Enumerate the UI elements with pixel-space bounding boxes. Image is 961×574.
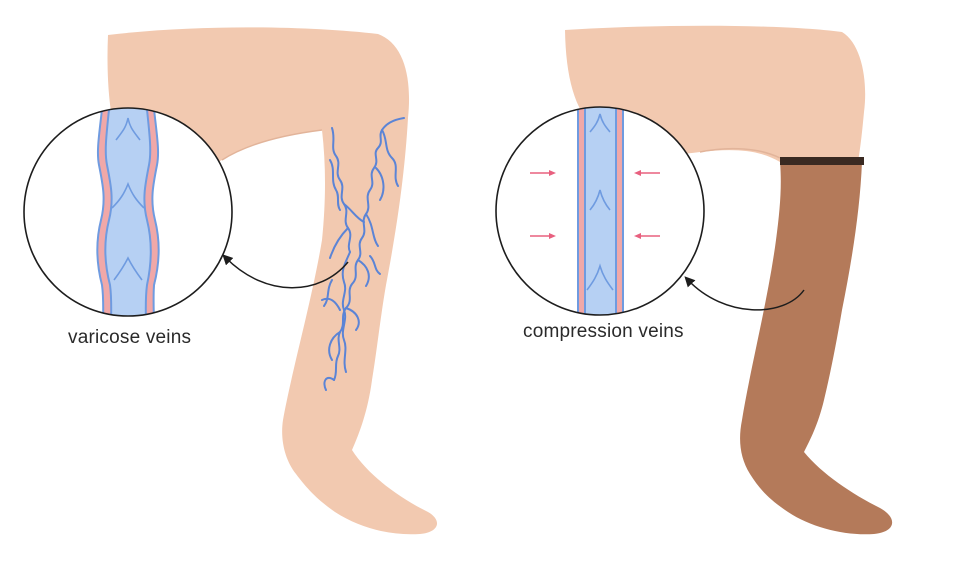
right-vessel-lumen	[584, 107, 617, 315]
pressure-arrow-right-top	[634, 170, 660, 176]
left-vessel	[96, 108, 160, 316]
left-vessel-outline-r	[151, 108, 160, 316]
left-knee-crease	[221, 129, 323, 161]
vein-branch-4	[321, 159, 381, 311]
pressure-arrow-left-bottom	[530, 233, 556, 239]
right-magnifier-ring	[495, 106, 705, 316]
right-knee-crease	[699, 147, 781, 159]
right-vessel	[577, 107, 624, 315]
left-vessel-outline-l	[96, 108, 105, 316]
right-pointer-arrow	[684, 276, 805, 311]
vein-branch-3	[323, 129, 399, 391]
left-valves	[111, 117, 145, 281]
right-magnifier	[495, 106, 705, 316]
caption-varicose-veins: varicose veins	[68, 327, 192, 348]
pressure-arrow-right-bottom	[634, 233, 660, 239]
pressure-arrows	[530, 170, 660, 239]
left-magnifier	[23, 107, 233, 317]
pressure-arrow-left-top	[530, 170, 556, 176]
varicose-vein-network	[321, 117, 405, 391]
caption-compression-veins: compression veins	[523, 321, 684, 342]
vein-branch-1	[331, 127, 352, 253]
left-magnifier-ring	[23, 107, 233, 317]
left-vessel-lumen	[104, 108, 152, 316]
stocking-top-band	[780, 157, 864, 165]
compression-stocking	[740, 162, 893, 535]
right-valves	[586, 113, 614, 291]
left-pointer-arrow	[222, 254, 349, 289]
vein-branch-2	[329, 203, 365, 373]
